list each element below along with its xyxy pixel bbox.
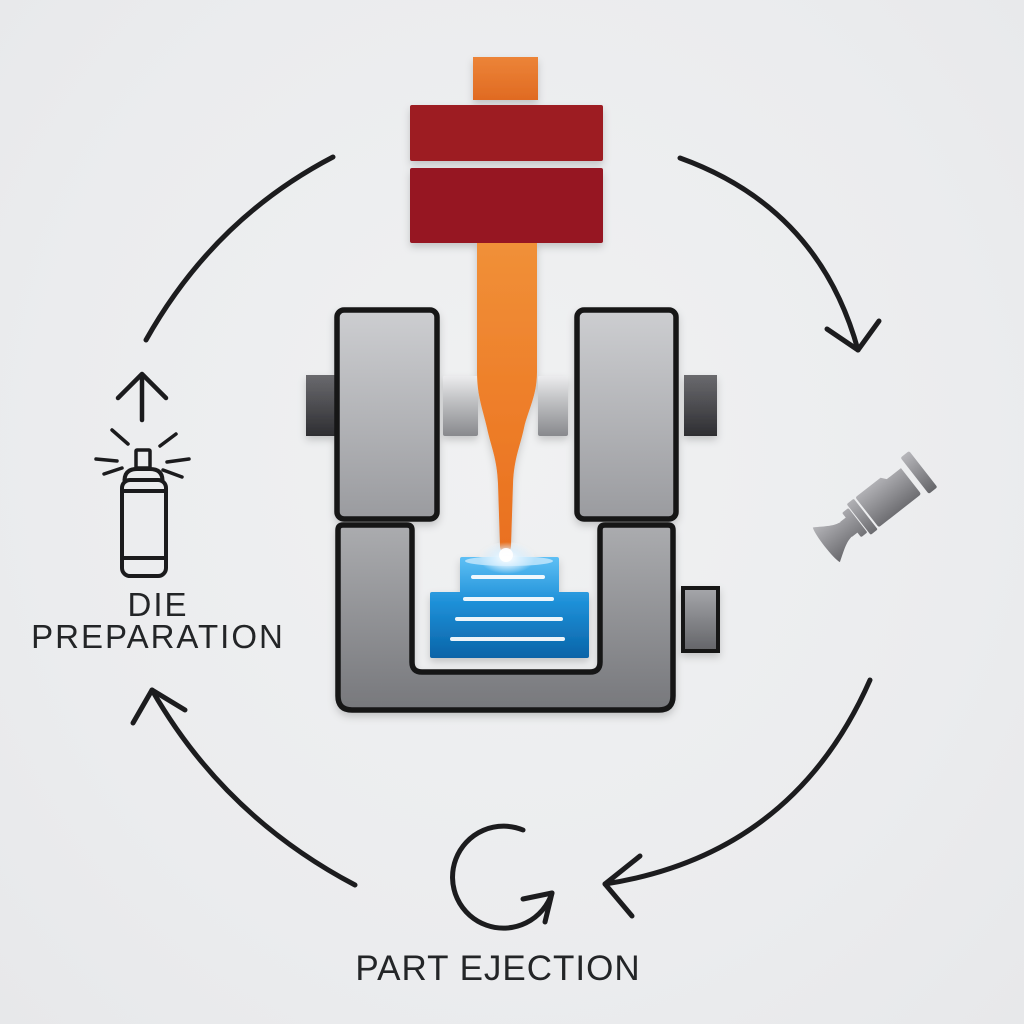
cycle-arrow-bottom-right [602,677,873,919]
cycle-arc-top-left [143,154,336,343]
tie-bar-cylinder-right [538,376,568,436]
plunger-nozzle [812,521,853,563]
part-ejection-label: PART EJECTION [355,949,641,988]
plunger-tool-icon [812,451,937,563]
spray-can-body [120,478,168,578]
die-half-right [574,307,679,522]
cycle-arrow-bottom-left [130,687,358,888]
cycle-arrows [130,154,882,919]
spray-can-cap [122,467,165,482]
tie-bar-cylinder-left [443,376,478,436]
pour-glow-core [499,548,513,562]
molten-metal-stream [477,243,537,552]
lower-die-container [335,522,676,713]
spray-burst-lines [94,428,191,479]
machine-side-tab-left [306,375,337,436]
plunger-ring-small [842,508,867,537]
cycle-arrow-top-right [677,155,882,353]
machine-side-tab-right [684,375,717,436]
rotate-arrow-icon [450,823,555,931]
lower-die-side-tab [681,586,720,653]
die-preparation-line1: DIE [127,586,189,623]
spray-can-nozzle [134,448,152,470]
spray-can-icon [94,428,191,578]
cast-part-lower-step [430,592,589,658]
cast-part-layer-lines [450,575,565,641]
die-preparation-label: DIE PREPARATION [8,586,308,655]
plunger-body [856,468,921,527]
press-block-lower [410,168,603,243]
plunger-ring-large [847,499,878,535]
plunger-top-block [473,57,538,100]
die-preparation-line2: PREPARATION [31,618,285,655]
plunger-neck [840,516,859,537]
press-block-upper [410,105,603,161]
die-preparation-stage [94,371,191,578]
die-casting-machine [306,57,720,713]
cast-part [430,542,589,658]
up-arrow-icon [115,371,169,423]
die-half-left [334,307,440,522]
plunger-end-cap [901,451,937,494]
